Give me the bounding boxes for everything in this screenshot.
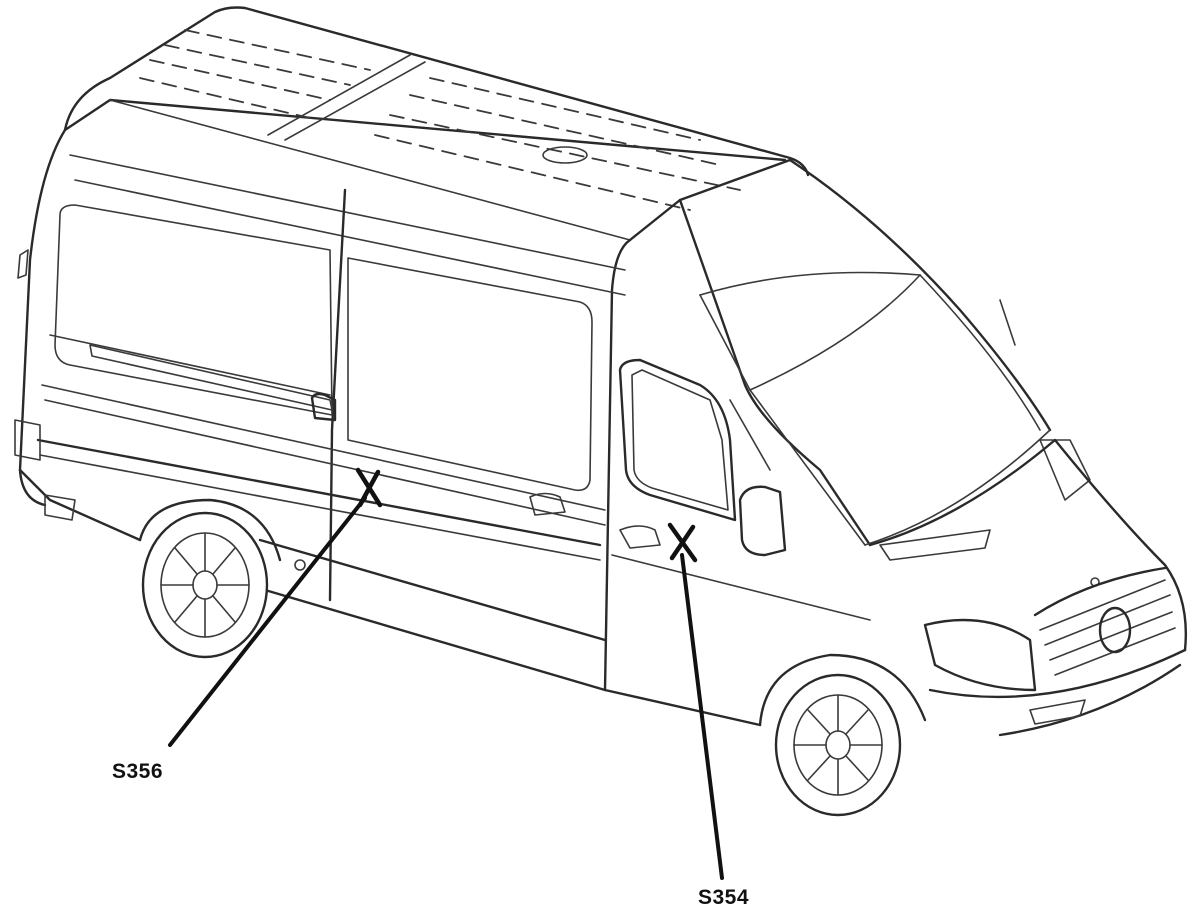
front-wheel <box>758 653 927 817</box>
callout-label-s354: S354 <box>698 886 750 909</box>
van-side <box>14 128 626 692</box>
callout-label-s356: S356 <box>112 760 164 783</box>
van-cab <box>603 158 1091 692</box>
van-roof <box>63 6 810 241</box>
front-door <box>603 358 871 727</box>
callout-marker-s354 <box>667 522 724 880</box>
callout-marker-s356 <box>168 467 383 747</box>
van-front <box>868 438 1187 737</box>
rear-wheel <box>138 498 282 659</box>
